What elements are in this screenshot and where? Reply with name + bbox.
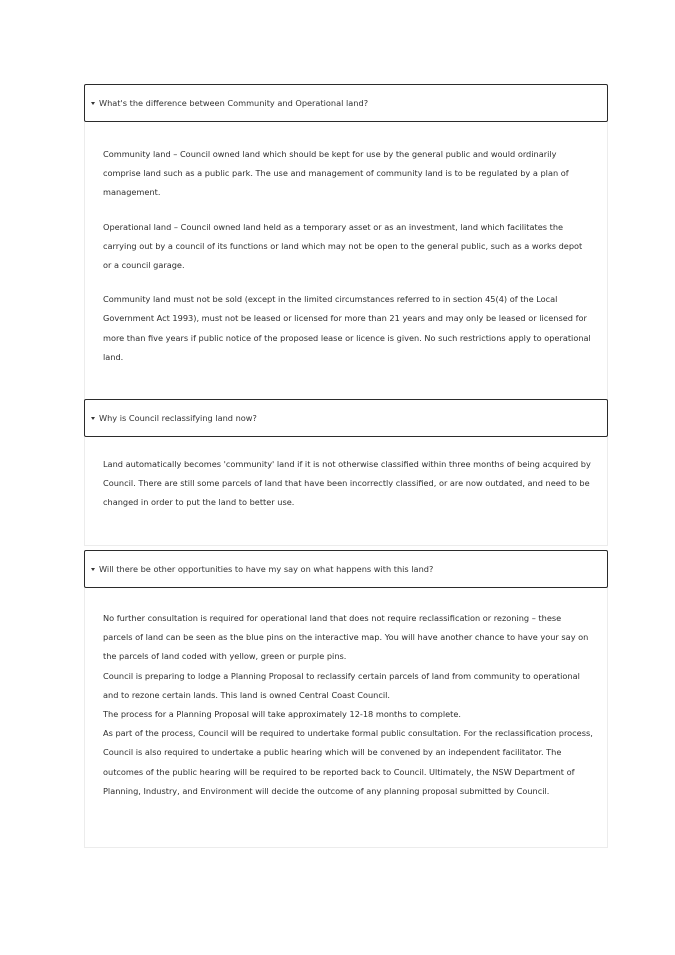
faq-answer-paragraph: Land automatically becomes 'community' l… bbox=[103, 459, 591, 508]
faq-answer-paragraph: No further consultation is required for … bbox=[103, 613, 589, 662]
faq-item-why-reclassifying: Why is Council reclassifying land now? L… bbox=[84, 399, 608, 546]
faq-question: What's the difference between Community … bbox=[99, 98, 369, 108]
caret-down-icon bbox=[91, 101, 95, 105]
faq-answer-panel: Community land – Council owned land whic… bbox=[84, 122, 608, 428]
faq-toggle-why-reclassifying[interactable]: Why is Council reclassifying land now? bbox=[84, 399, 608, 437]
caret-down-icon bbox=[91, 416, 95, 420]
faq-question: Why is Council reclassifying land now? bbox=[99, 413, 257, 423]
faq-answer-panel: Land automatically becomes 'community' l… bbox=[84, 437, 608, 546]
faq-answer-paragraph: Council is preparing to lodge a Planning… bbox=[103, 670, 580, 700]
faq-question: Will there be other opportunities to hav… bbox=[99, 564, 434, 574]
faq-answer-paragraph: Community land – Council owned land whic… bbox=[103, 149, 569, 198]
faq-answer-paragraph: Community land must not be sold (except … bbox=[103, 294, 591, 362]
faq-answer-paragraph: As part of the process, Council will be … bbox=[103, 728, 593, 796]
caret-down-icon bbox=[91, 567, 95, 571]
faq-item-community-vs-operational: What's the difference between Community … bbox=[84, 84, 608, 428]
faq-item-other-opportunities: Will there be other opportunities to hav… bbox=[84, 550, 608, 848]
faq-answer-paragraph: Operational land – Council owned land he… bbox=[103, 221, 583, 271]
faq-answer-panel: No further consultation is required for … bbox=[84, 588, 608, 848]
faq-answer-paragraph: The process for a Planning Proposal will… bbox=[103, 709, 461, 720]
faq-toggle-other-opportunities[interactable]: Will there be other opportunities to hav… bbox=[84, 550, 608, 588]
faq-toggle-community-vs-operational[interactable]: What's the difference between Community … bbox=[84, 84, 608, 122]
